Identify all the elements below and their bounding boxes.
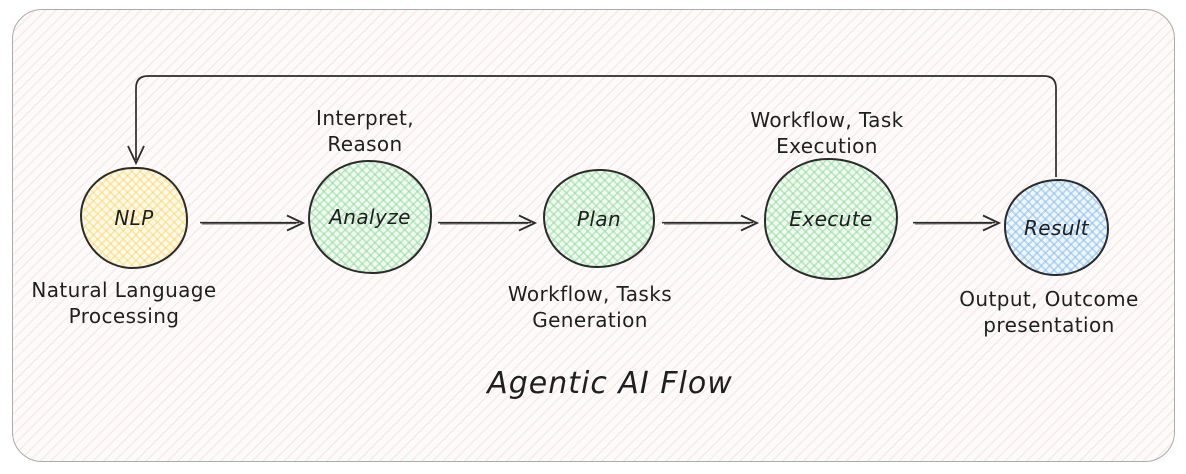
caption-nlp: Natural Language Processing <box>0 277 264 329</box>
caption-analyze-line-1: Interpret, <box>316 106 414 130</box>
node-nlp[interactable]: NLP <box>80 167 188 269</box>
caption-analyze-line-2: Reason <box>327 132 403 156</box>
node-analyze[interactable]: Analyze <box>308 160 432 274</box>
caption-result-line-2: presentation <box>983 313 1115 337</box>
node-plan-label: Plan <box>576 206 622 231</box>
caption-result-line-1: Output, Outcome <box>959 287 1139 311</box>
caption-plan-line-2: Generation <box>532 308 648 332</box>
caption-execute-line-2: Execution <box>776 134 878 158</box>
caption-nlp-line-2: Processing <box>68 304 180 328</box>
caption-analyze: Interpret, Reason <box>225 105 505 157</box>
caption-result: Output, Outcome presentation <box>909 286 1186 338</box>
node-result[interactable]: Result <box>1004 179 1109 276</box>
node-plan[interactable]: Plan <box>543 169 655 268</box>
caption-plan-line-1: Workflow, Tasks <box>507 282 673 306</box>
diagram-title: Agentic AI Flow <box>487 366 733 401</box>
node-analyze-label: Analyze <box>329 205 411 229</box>
node-execute-label: Execute <box>789 207 873 231</box>
caption-execute: Workflow, Task Execution <box>687 107 967 159</box>
node-result-label: Result <box>1023 215 1090 240</box>
node-execute[interactable]: Execute <box>764 158 898 280</box>
node-nlp-label: NLP <box>114 206 154 230</box>
caption-nlp-line-1: Natural Language <box>31 278 217 302</box>
caption-execute-line-1: Workflow, Task <box>750 108 904 132</box>
caption-plan: Workflow, Tasks Generation <box>450 281 730 333</box>
